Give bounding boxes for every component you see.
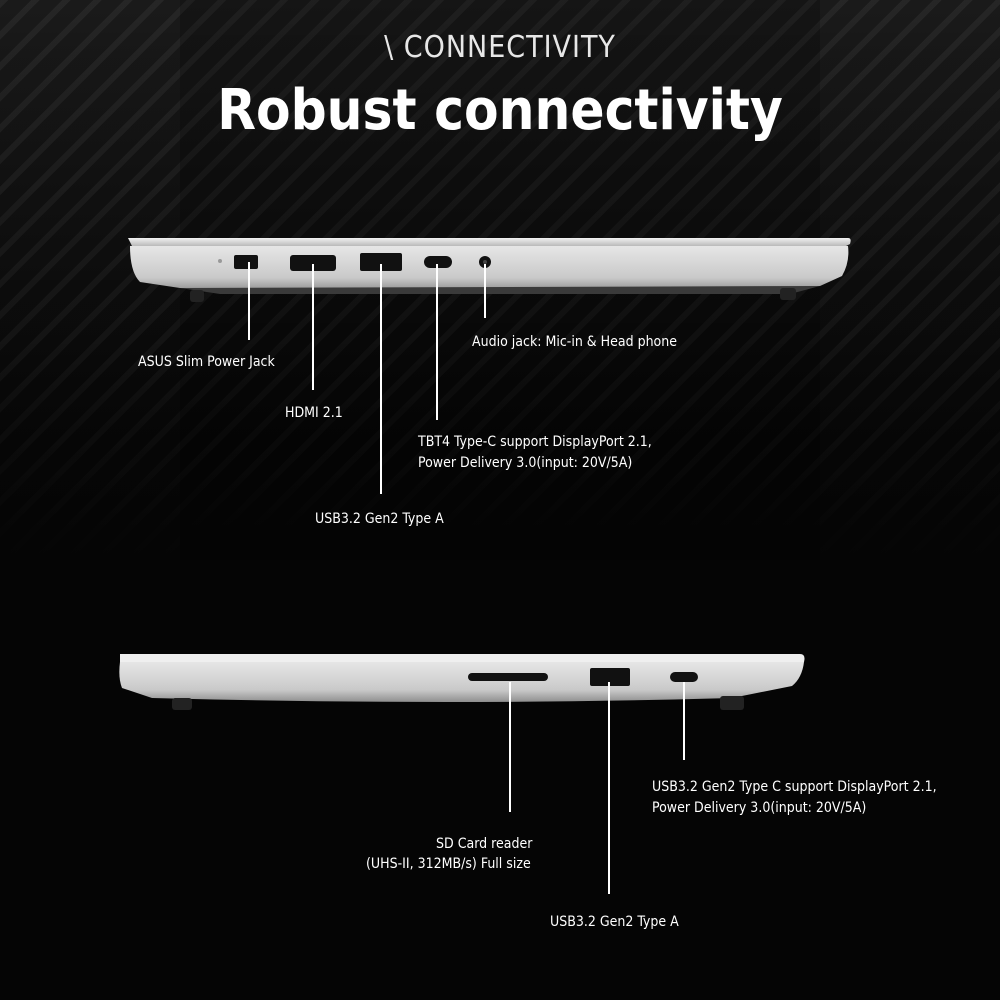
- audio-jack-leader: [484, 264, 486, 318]
- power-jack-leader: [248, 262, 250, 340]
- tbt4-leader: [436, 264, 438, 420]
- usb-a-right-leader: [608, 682, 610, 894]
- laptop-foot: [720, 696, 744, 710]
- usb-c-port: [670, 672, 698, 682]
- page-title: Robust connectivity: [217, 78, 783, 143]
- tbt4-label-line1: TBT4 Type-C support DisplayPort 2.1,: [418, 434, 652, 450]
- usb-c-right-leader: [683, 682, 685, 760]
- usb-a-port: [590, 668, 630, 686]
- usb-a-label: USB3.2 Gen2 Type A: [315, 511, 444, 527]
- laptop-left-side-view: [128, 238, 851, 302]
- usb-c-label-line1: USB3.2 Gen2 Type C support DisplayPort 2…: [652, 779, 937, 795]
- laptop-base: [119, 662, 805, 702]
- section-tag: \ CONNECTIVITY: [384, 30, 616, 65]
- laptop-foot: [190, 290, 204, 302]
- tbt4-label-line2: Power Delivery 3.0(input: 20V/5A): [418, 455, 633, 471]
- laptop-foot: [172, 698, 192, 710]
- usb-c-thunderbolt-port: [424, 256, 452, 268]
- usb-a-right-label: USB3.2 Gen2 Type A: [550, 914, 679, 930]
- usb-a-leader: [380, 264, 382, 494]
- laptop-lid: [120, 654, 805, 662]
- audio-jack-label: Audio jack: Mic-in & Head phone: [472, 334, 677, 350]
- sd-card-label-line1: SD Card reader: [436, 836, 533, 852]
- sd-card-slot: [468, 673, 548, 681]
- laptop-foot: [780, 288, 796, 300]
- laptop-lid: [128, 238, 851, 246]
- power-jack-port: [234, 255, 258, 269]
- hdmi-label: HDMI 2.1: [285, 405, 343, 421]
- sd-card-label-line2: (UHS-II, 312MB/s) Full size: [366, 856, 531, 872]
- hdmi-leader: [312, 264, 314, 390]
- hdmi-port: [290, 255, 336, 271]
- usb-a-port: [360, 253, 402, 271]
- sd-card-leader: [509, 682, 511, 812]
- power-jack-label: ASUS Slim Power Jack: [138, 354, 275, 370]
- laptop-right-side-view: [119, 654, 805, 710]
- usb-c-label-line2: Power Delivery 3.0(input: 20V/5A): [652, 800, 867, 816]
